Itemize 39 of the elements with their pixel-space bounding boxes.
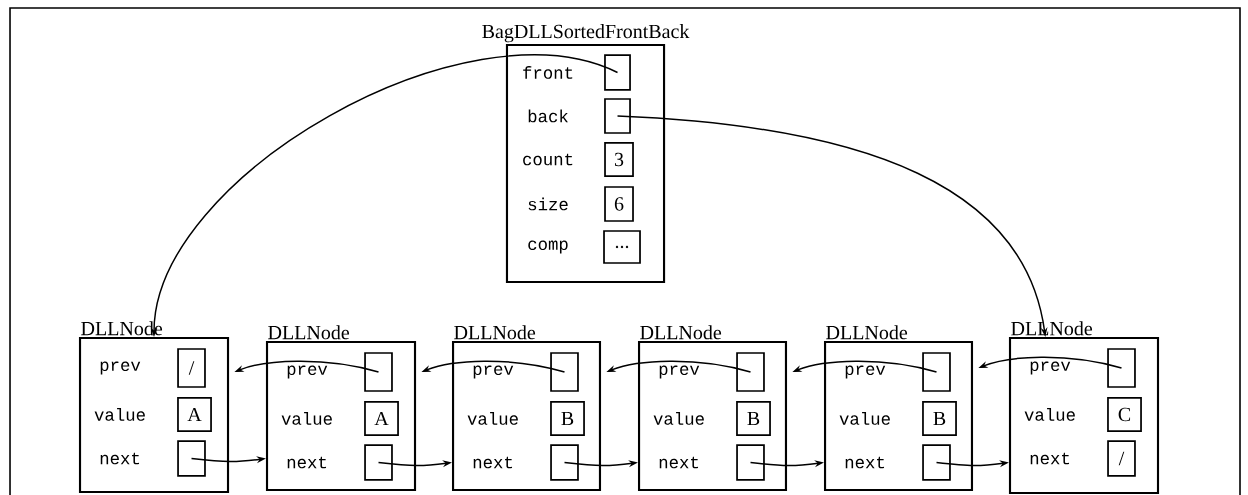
field-slot: B [922, 401, 957, 436]
node-label: DLLNode [640, 325, 722, 340]
field-name: value [1024, 408, 1075, 421]
node-label: BagDLLSortedFrontBack [482, 24, 690, 43]
field-slot: A [364, 401, 399, 436]
field-name: comp [528, 240, 568, 254]
field-name: next [845, 456, 884, 469]
field-slot: A [177, 397, 212, 432]
field-name: prev [845, 365, 886, 379]
field-slot: / [177, 348, 206, 388]
field-name: value [94, 408, 145, 421]
field-name: next [100, 452, 140, 465]
field-name: back [528, 109, 568, 123]
node-label: DLLNode [268, 325, 350, 340]
field-name: next [473, 456, 512, 469]
field-name: next [659, 456, 698, 469]
field-name: count [523, 153, 573, 166]
field-name: size [528, 197, 568, 211]
field-name: value [839, 412, 890, 425]
field-slot: C [1107, 397, 1142, 432]
field-name: next [1030, 452, 1069, 465]
field-name: front [523, 66, 573, 79]
node-label: DLLNode [454, 325, 536, 340]
field-name: value [653, 412, 704, 425]
field-name: prev [287, 365, 328, 379]
field-name: prev [473, 365, 514, 379]
field-name: prev [100, 361, 141, 375]
field-name: prev [659, 365, 700, 379]
field-slot: ... [603, 230, 641, 264]
node-label: DLLNode [826, 325, 908, 340]
field-slot: / [1107, 440, 1136, 477]
field-slot: 3 [604, 142, 634, 177]
field-name: prev [1030, 361, 1071, 375]
field-slot: B [736, 401, 771, 436]
field-slot: 6 [604, 186, 634, 222]
field-name: value [467, 412, 518, 425]
field-name: value [281, 412, 332, 425]
field-slot: B [550, 401, 585, 436]
field-name: next [287, 456, 326, 469]
